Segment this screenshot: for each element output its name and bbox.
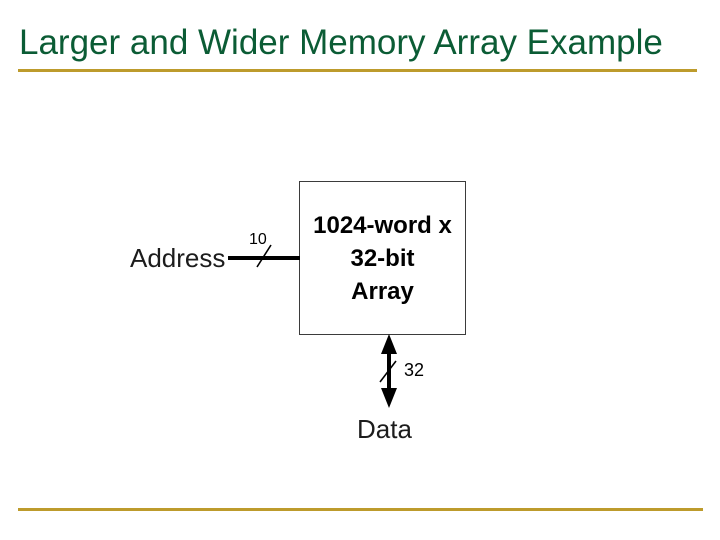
address-bus-wire [228, 256, 300, 260]
address-bus-width-label: 10 [249, 231, 267, 248]
page-title: Larger and Wider Memory Array Example [19, 23, 663, 62]
address-bus-slash-icon [256, 244, 272, 268]
memory-array-block: 1024-word x 32-bit Array [299, 181, 466, 335]
title-divider-rule [18, 69, 697, 72]
data-port-label: Data [357, 414, 412, 444]
footer-divider-rule [18, 508, 703, 511]
memory-block-line-2: 32-bit [350, 244, 415, 272]
memory-block-line-3: Array [351, 277, 414, 305]
data-bus-width-label: 32 [404, 360, 425, 380]
data-bus-slash-icon [379, 360, 397, 383]
memory-block-line-1: 1024-word x [313, 211, 452, 239]
address-port-label: Address [130, 243, 226, 273]
